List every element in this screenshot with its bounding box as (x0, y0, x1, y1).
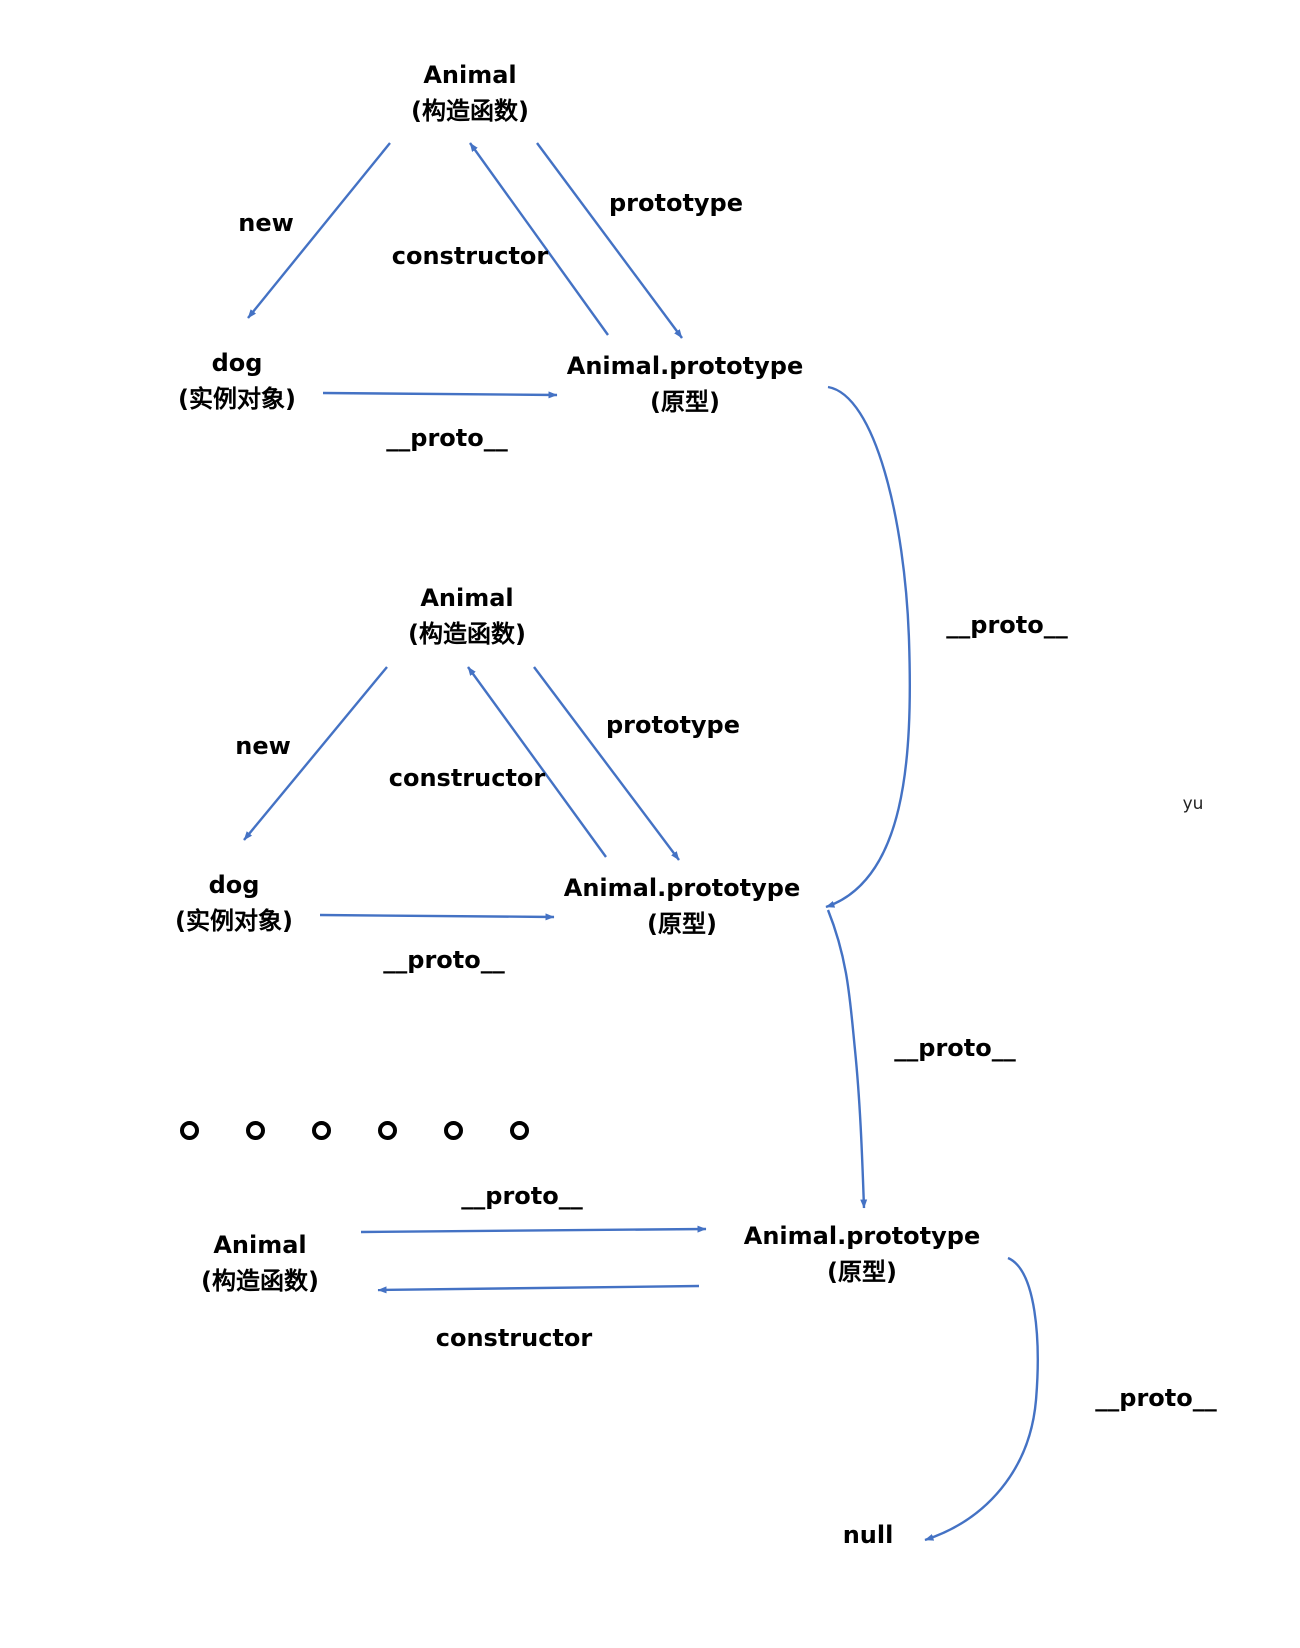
top-constructor-name: Animal (423, 61, 517, 89)
top-prototype-label: prototype (608, 189, 744, 217)
mid-constructor-label: constructor (388, 764, 546, 792)
ellipsis-dot (312, 1121, 331, 1140)
ellipsis-dot (378, 1121, 397, 1140)
ellipsis-dot (246, 1121, 265, 1140)
top-prototype-node: Animal.prototype (原型) (567, 348, 803, 420)
bottom-constructor-sub: (构造函数) (201, 1267, 319, 1295)
mid-prototype-sub: (原型) (647, 910, 717, 938)
ellipsis-dot (444, 1121, 463, 1140)
mid-prototype-node: Animal.prototype (原型) (564, 870, 800, 942)
mid-instance-name: dog (208, 871, 260, 899)
top-instance-node: dog (实例对象) (178, 345, 296, 417)
top-instance-name: dog (211, 349, 263, 377)
bottom-proto-label: __proto__ (461, 1182, 583, 1210)
bottom-constructor-name: Animal (213, 1231, 307, 1259)
top-constructor-sub: (构造函数) (411, 97, 529, 125)
bottom-constructor-label: constructor (435, 1324, 593, 1352)
top-constructor-node: Animal (构造函数) (411, 57, 529, 129)
top-new-arrow (247, 142, 391, 319)
mid-constructor-sub: (构造函数) (408, 620, 526, 648)
mid-new-arrow (243, 666, 388, 841)
chain-proto-curve-3 (924, 1256, 1039, 1542)
mid-instance-node: dog (实例对象) (175, 867, 293, 939)
mid-prototype-name: Animal.prototype (563, 874, 801, 902)
top-prototype-sub: (原型) (650, 388, 720, 416)
chain-proto-label-3: __proto__ (1095, 1384, 1217, 1412)
mid-constructor-node: Animal (构造函数) (408, 580, 526, 652)
chain-proto-curve-2 (826, 909, 868, 1209)
chain-proto-curve-1 (825, 385, 912, 909)
mid-constructor-name: Animal (420, 584, 514, 612)
chain-proto-label-1: __proto__ (946, 611, 1068, 639)
top-constructor-arrow (469, 142, 609, 336)
mid-proto-label: __proto__ (383, 946, 505, 974)
bottom-constructor-node: Animal (构造函数) (201, 1227, 319, 1299)
chain-proto-label-2: __proto__ (894, 1034, 1016, 1062)
bottom-prototype-node: Animal.prototype (原型) (744, 1218, 980, 1290)
watermark-text: yu (1182, 794, 1204, 814)
bottom-prototype-name: Animal.prototype (743, 1222, 981, 1250)
bottom-constructor-arrow (377, 1284, 700, 1294)
null-node: null (843, 1517, 894, 1553)
top-instance-sub: (实例对象) (178, 385, 296, 413)
mid-prototype-arrow (533, 666, 680, 861)
top-proto-label: __proto__ (386, 424, 508, 452)
null-label: null (842, 1521, 894, 1549)
mid-prototype-label: prototype (605, 711, 741, 739)
mid-constructor-arrow (467, 666, 607, 858)
top-prototype-name: Animal.prototype (566, 352, 804, 380)
top-proto-arrow (322, 391, 558, 399)
top-constructor-label: constructor (391, 242, 549, 270)
bottom-prototype-sub: (原型) (827, 1258, 897, 1286)
bottom-proto-arrow (360, 1225, 707, 1234)
mid-instance-sub: (实例对象) (175, 907, 293, 935)
ellipsis-dot (180, 1121, 199, 1140)
mid-proto-arrow (319, 913, 555, 921)
top-new-label: new (238, 209, 294, 237)
mid-new-label: new (235, 732, 291, 760)
ellipsis-dot (510, 1121, 529, 1140)
top-prototype-arrow (536, 142, 683, 339)
